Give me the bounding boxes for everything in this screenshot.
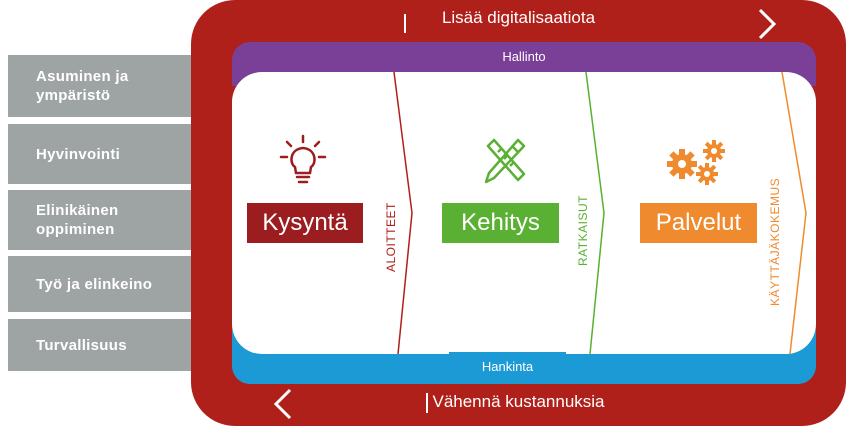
- side-tab-tyo[interactable]: Työ ja elinkeino: [8, 256, 191, 312]
- gears-icon: [667, 140, 725, 185]
- stage-kysynta[interactable]: Kysyntä: [247, 203, 363, 243]
- bottom-banner-label: Vähennä kustannuksia: [432, 392, 605, 411]
- lightbulb-icon: [279, 134, 327, 184]
- top-banner-label: Lisää digitalisaatiota: [441, 8, 596, 27]
- chevron-left-icon: [273, 388, 292, 420]
- divider-arrow-kayttajakokemus: [781, 71, 807, 355]
- side-tab-label: Hyvinvointi: [36, 145, 121, 163]
- divider-label-aloitteet: ALOITTEET: [384, 202, 398, 272]
- stage-palvelut[interactable]: Palvelut: [640, 203, 757, 243]
- side-tab-asuminen[interactable]: Asuminen ja ympäristö: [8, 55, 191, 117]
- side-tab-label: Asuminen ja ympäristö: [36, 68, 129, 104]
- side-tab-label: Turvallisuus: [36, 336, 127, 354]
- chevron-right-icon: [758, 8, 777, 40]
- ruler-pencil-icon: [484, 138, 526, 184]
- divider-arrow-ratkaisut: [585, 71, 605, 355]
- side-tab-hyvinvointi[interactable]: Hyvinvointi: [8, 124, 191, 184]
- divider-label-kayttajakokemus: KÄYTTÄJÄKOKEMUS: [768, 177, 782, 306]
- divider-arrow-aloitteet: [393, 71, 413, 355]
- hankinta-label: Hankinta: [449, 352, 566, 380]
- side-tab-turvallisuus[interactable]: Turvallisuus: [8, 319, 191, 371]
- divider-label-ratkaisut: RATKAISUT: [576, 195, 590, 266]
- side-tab-label: Työ ja elinkeino: [36, 275, 153, 293]
- side-tab-elinikainen[interactable]: Elinikäinen oppiminen: [8, 190, 191, 250]
- hallinto-label: Hallinto: [502, 49, 546, 64]
- side-tab-label: Elinikäinen oppiminen: [36, 202, 119, 238]
- stage-kehitys[interactable]: Kehitys: [442, 203, 559, 243]
